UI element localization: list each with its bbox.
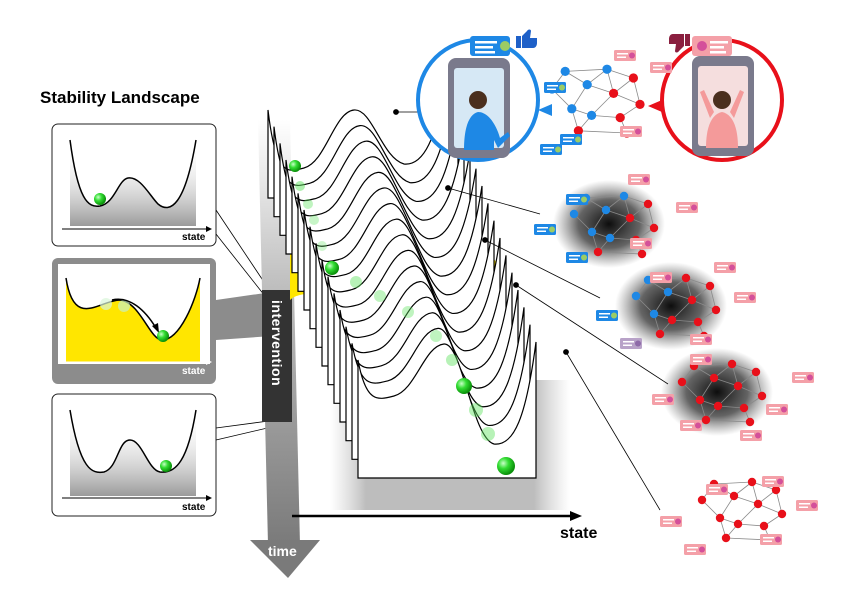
ball-icon — [94, 193, 106, 205]
chat-bubble-icon — [690, 334, 712, 345]
ball-icon — [309, 215, 319, 225]
chat-bubble-icon — [544, 82, 566, 93]
ball-icon — [446, 354, 458, 366]
chat-bubble-icon — [660, 516, 682, 527]
chat-bubble-icon — [470, 36, 510, 56]
chat-bubble-icon — [676, 202, 698, 213]
chat-bubble-icon — [684, 544, 706, 555]
ball-icon — [303, 199, 313, 209]
chat-bubble-icon — [630, 238, 652, 249]
thumbs-down-icon — [669, 34, 690, 53]
landscape: state — [267, 81, 597, 542]
chat-bubble-icon — [614, 50, 636, 61]
chat-bubble-icon — [766, 404, 788, 415]
chat-bubble-icon — [792, 372, 814, 383]
intervention-band — [262, 290, 292, 422]
chat-bubble-icon — [796, 500, 818, 511]
chat-bubble-icon — [692, 36, 732, 56]
network-graph — [615, 262, 727, 350]
time-label: time — [268, 543, 297, 559]
chat-bubble-icon — [734, 292, 756, 303]
ball-icon — [402, 306, 414, 318]
chat-bubble-icon — [596, 310, 618, 321]
chat-bubble-icon — [680, 420, 702, 431]
ball-icon — [469, 403, 483, 417]
chat-bubble-icon — [762, 476, 784, 487]
ball-icon — [295, 181, 305, 191]
ball-icon — [430, 330, 442, 342]
intervention-label: intervention — [269, 300, 285, 386]
red-phone-scene — [648, 38, 784, 162]
ball-trace-icon — [118, 300, 130, 312]
chat-bubble-icon — [566, 194, 588, 205]
chat-bubble-icon — [560, 134, 582, 145]
chat-bubble-icon — [620, 126, 642, 137]
chat-bubble-icon — [706, 484, 728, 495]
ball-icon — [160, 460, 172, 472]
inset-panel-intervention: state — [52, 258, 216, 384]
inset-panel-before: state — [51, 123, 217, 247]
inset-panel-after: state — [51, 393, 217, 517]
ball-icon — [374, 290, 386, 302]
chat-bubble-icon — [540, 144, 562, 155]
person-icon — [464, 91, 510, 150]
ball-icon — [317, 241, 327, 251]
chat-bubble-icon — [620, 338, 642, 349]
chat-bubble-icon — [690, 354, 712, 365]
ball-icon — [497, 457, 515, 475]
person-icon — [700, 90, 744, 148]
chat-bubble-icon — [650, 62, 672, 73]
chat-bubble-icon — [566, 252, 588, 263]
thumbs-up-icon — [516, 29, 537, 48]
chat-bubble-icon — [652, 394, 674, 405]
ball-icon — [481, 427, 495, 441]
ball-icon — [157, 330, 169, 342]
inset-axis-label: state — [182, 232, 206, 243]
chat-bubble-icon — [740, 430, 762, 441]
network-connectors — [393, 109, 669, 511]
inset-axis-label: state — [182, 502, 206, 513]
ball-icon — [289, 160, 301, 172]
chat-bubble-icon — [650, 272, 672, 283]
landscape-curve — [357, 341, 537, 479]
ball-trace-icon — [100, 298, 112, 310]
inset-axis-label: state — [182, 366, 206, 377]
chat-bubble-icon — [628, 174, 650, 185]
diagram-title: Stability Landscape — [40, 88, 200, 107]
blue-phone-scene — [416, 38, 552, 162]
ball-icon — [456, 378, 472, 394]
ball-icon — [325, 261, 339, 275]
chat-bubble-icon — [760, 534, 782, 545]
ball-icon — [350, 276, 362, 288]
network-graph — [661, 348, 773, 436]
chat-bubble-icon — [534, 224, 556, 235]
state-axis-label: state — [560, 525, 597, 542]
chat-bubble-icon — [714, 262, 736, 273]
panel-callout — [216, 292, 272, 340]
